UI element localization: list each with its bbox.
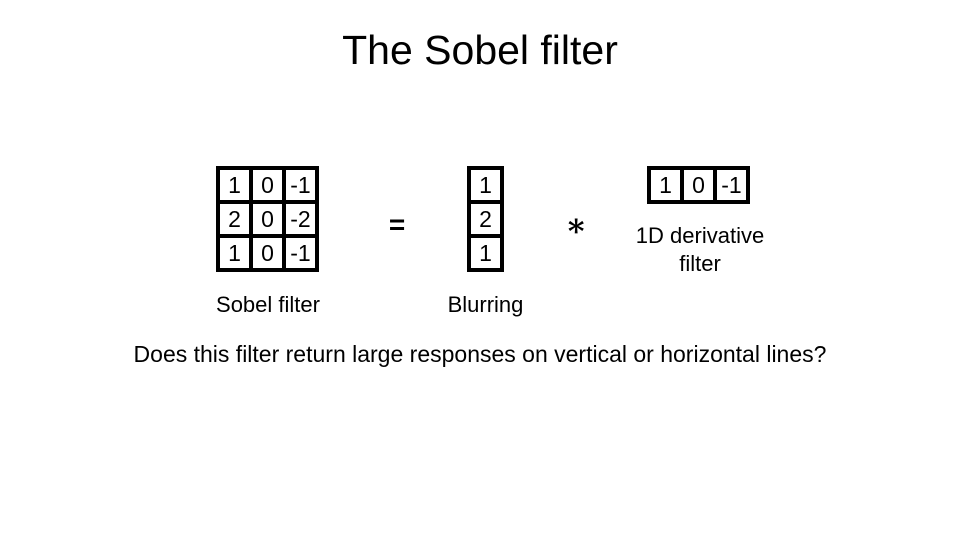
blur-vector: 1 2 1 <box>467 166 504 272</box>
derivative-filter-vector: 1 0 -1 <box>647 166 750 204</box>
sobel-matrix: 1 0 -1 2 0 -2 1 0 -1 <box>216 166 319 272</box>
convolution-operator: ∗ <box>564 206 588 244</box>
sobel-matrix-cell: 0 <box>251 168 284 202</box>
sobel-matrix-cell: 0 <box>251 202 284 236</box>
blur-vector-cell: 1 <box>469 236 502 270</box>
blur-vector-cell: 1 <box>469 168 502 202</box>
question-text: Does this filter return large responses … <box>133 341 827 367</box>
sobel-matrix-cell: 1 <box>218 168 251 202</box>
derivative-filter-cell: -1 <box>715 168 748 202</box>
sobel-matrix-cell: 0 <box>251 236 284 270</box>
sobel-matrix-cell: 2 <box>218 202 251 236</box>
equals-sign: = <box>388 209 406 240</box>
sobel-matrix-cell: -2 <box>284 202 317 236</box>
sobel-matrix-cell: -1 <box>284 236 317 270</box>
sobel-matrix-label: Sobel filter <box>216 292 320 317</box>
sobel-matrix-cell: -1 <box>284 168 317 202</box>
derivative-filter-label: 1D derivative filter <box>635 223 765 276</box>
slide-title: The Sobel filter <box>342 27 618 73</box>
sobel-matrix-cell: 1 <box>218 236 251 270</box>
derivative-filter-cell: 1 <box>649 168 682 202</box>
blur-vector-cell: 2 <box>469 202 502 236</box>
derivative-filter-cell: 0 <box>682 168 715 202</box>
blur-vector-label: Blurring <box>447 292 524 317</box>
